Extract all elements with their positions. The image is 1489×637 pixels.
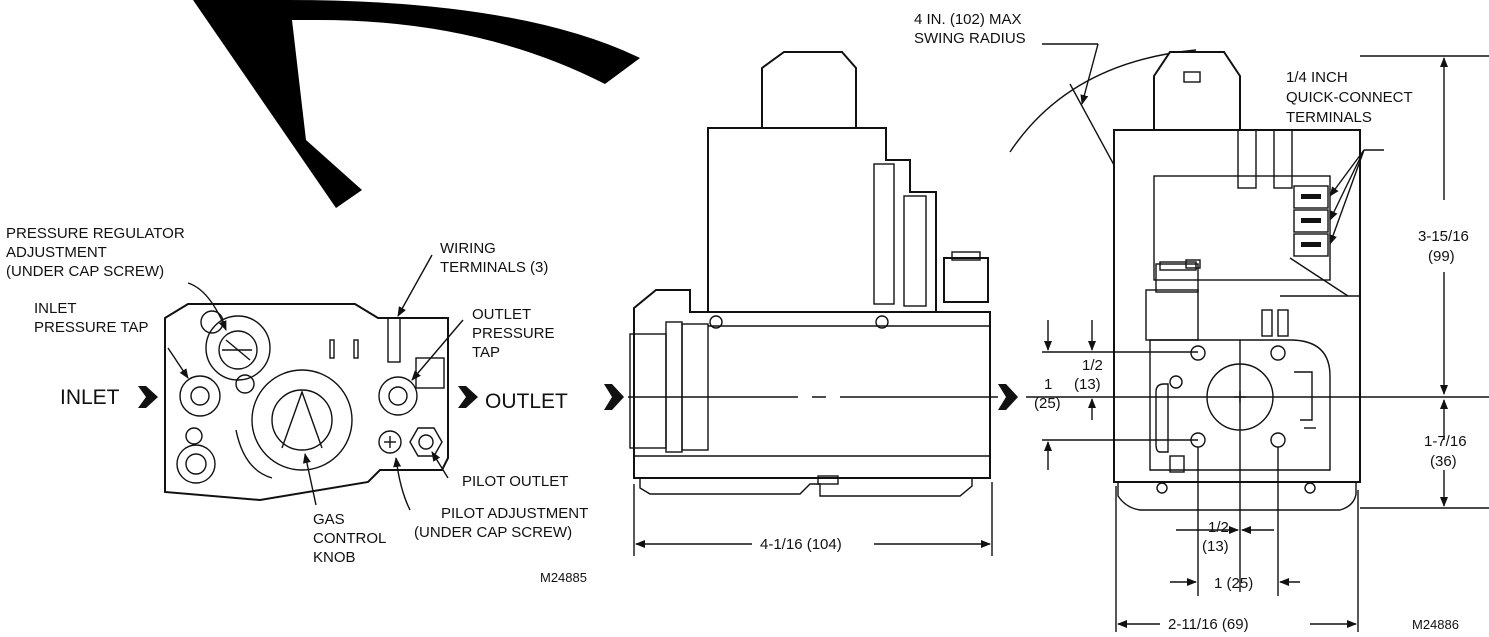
regulator-cap — [218, 330, 258, 370]
side-view: 4-1/16 (104) — [604, 51, 1018, 556]
bottom-half-dimension: 1/2 (13) — [1202, 519, 1233, 555]
inlet-arrow — [138, 386, 158, 408]
pilot-adjustment-label: PILOT ADJUSTMENT (UNDER CAP SCREW) — [414, 505, 592, 541]
figure-code-right: M24886 — [1412, 617, 1459, 632]
pressure-regulator-label: PRESSURE REGULATOR ADJUSTMENT (UNDER CAP… — [6, 225, 189, 280]
front-view-labels: PRESSURE REGULATOR ADJUSTMENT (UNDER CAP… — [6, 225, 592, 585]
front-valve-body — [164, 303, 449, 502]
inlet-label: INLET — [60, 386, 120, 409]
side-bottom-rails — [639, 478, 973, 497]
end-view — [1009, 43, 1489, 632]
outlet-label: OUTLET — [485, 390, 568, 413]
bottom-one-dimension: 1 (25) — [1214, 575, 1253, 592]
pilot-outlet-fitting — [409, 427, 443, 457]
quick-connect-terminal-2 — [1293, 209, 1329, 233]
gas-control-knob — [251, 369, 353, 471]
inlet-pressure-tap-label: INLET PRESSURE TAP — [34, 300, 148, 336]
regulator-boss — [205, 315, 271, 381]
end-cap — [1153, 51, 1241, 131]
swing-radius-arc — [1009, 49, 1197, 153]
end-flange — [1149, 339, 1331, 471]
figure-code-left: M24885 — [540, 570, 587, 585]
side-lower-body — [633, 289, 991, 479]
quick-connect-terminal-1 — [1293, 185, 1329, 209]
wiring-terminals-label: WIRING TERMINALS (3) — [440, 240, 548, 276]
end-bottom-base — [1117, 482, 1357, 511]
front-view — [138, 254, 478, 511]
side-cap — [761, 51, 857, 129]
side-inlet-arrow — [604, 384, 624, 410]
swing-radius-label: 4 IN. (102) MAX SWING RADIUS — [914, 11, 1026, 47]
height-upper-dimension: 3-15/16 (99) — [1418, 228, 1473, 265]
left-one-dimension: 1 (25) — [1034, 376, 1061, 412]
side-pilot-boss — [943, 257, 989, 303]
pilot-outlet-label: PILOT OUTLET — [462, 473, 568, 490]
watermark-shape — [193, 0, 640, 208]
outlet-arrow — [458, 386, 478, 408]
height-lower-dimension: 1-7/16 (36) — [1424, 433, 1471, 470]
end-view-labels: 4 IN. (102) MAX SWING RADIUS 1/4 INCH QU… — [914, 11, 1473, 633]
gas-control-knob-label: GAS CONTROL KNOB — [313, 511, 390, 566]
pilot-adjustment-screw — [378, 430, 402, 454]
side-upper-body — [707, 127, 937, 313]
inlet-pressure-tap — [179, 375, 221, 417]
side-width-dimension: 4-1/16 (104) — [760, 536, 842, 553]
side-outlet-arrow — [998, 384, 1018, 410]
outlet-pressure-tap-label: OUTLET PRESSURE TAP — [472, 306, 559, 361]
quick-connect-terminal-3 — [1293, 233, 1329, 257]
left-half-dimension: 1/2 (13) — [1074, 357, 1107, 393]
overall-width-dimension: 2-11/16 (69) — [1168, 616, 1249, 632]
outlet-pressure-tap — [378, 376, 418, 416]
quick-connect-label: 1/4 INCH QUICK-CONNECT TERMINALS — [1286, 69, 1417, 126]
